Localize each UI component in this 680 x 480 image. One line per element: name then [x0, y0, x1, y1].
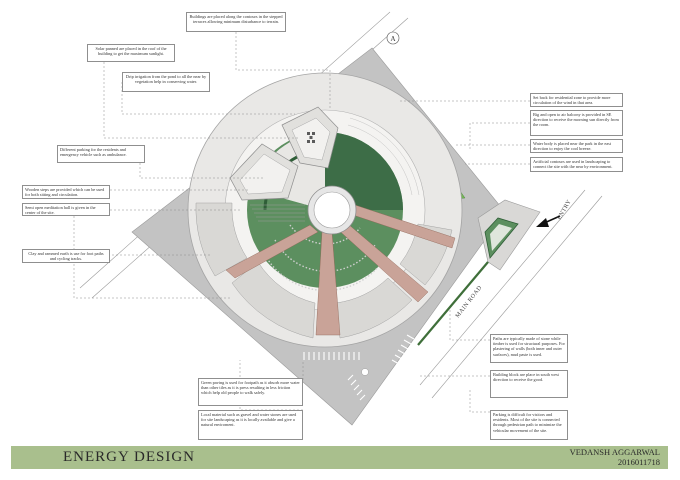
wooden-steps [250, 204, 305, 222]
note-solar: Solar panned are placed in the roof of t… [87, 44, 175, 62]
tree [361, 368, 369, 376]
note-parking-residents: Different parking for the residents and … [57, 145, 145, 163]
entry-label: ENTRY [557, 199, 573, 221]
note-wooden-steps: Wooden steps are provided which can be u… [22, 185, 110, 199]
zebra-crossing-bottom [347, 374, 366, 401]
note-parking-visitors: Parking is difficult for visitors and re… [490, 410, 568, 440]
note-green-paving: Green paving is used for footpath as it … [198, 378, 303, 406]
author-block: VEDANSH AGGARWAL 2016011718 [570, 447, 660, 467]
note-setback: Set back for residential zone to provide… [530, 93, 623, 107]
author-id: 2016011718 [617, 457, 660, 467]
note-drip: Drip irrigation from the pond to all the… [122, 72, 210, 92]
note-clay: Clay and rammed earth is use for foot pa… [22, 249, 110, 263]
note-water-body: Water body is placed near the park in th… [530, 139, 623, 153]
sheet-title: ENERGY DESIGN [63, 449, 196, 465]
note-big-balcony: Big and open to air balcony is provided … [530, 110, 623, 136]
entry-garden-inner [490, 224, 512, 251]
terrace-steps [347, 117, 420, 196]
zebra-crossing-southeast [391, 334, 415, 365]
note-paths: Paths are typically made of stone while … [490, 334, 568, 363]
entry-arrow-icon [536, 215, 561, 227]
residential-block-2-inner [239, 153, 291, 195]
note-meditation: Semi open meditation hall is given in th… [22, 203, 110, 216]
radial-paths [225, 201, 456, 336]
north-label: A [390, 35, 395, 43]
skylight-pattern [307, 132, 315, 143]
note-local-material: Local material such as gravel and water … [198, 410, 303, 440]
note-building-block: Building block are place in south west d… [490, 370, 568, 398]
note-buildings: Buildings are placed along the contours … [186, 12, 286, 32]
north-arrow: A [386, 31, 400, 45]
main-road-label: MAIN ROAD [455, 285, 484, 320]
author-name: VEDANSH AGGARWAL [569, 447, 660, 457]
title-band: ENERGY DESIGN VEDANSH AGGARWAL 201601171… [11, 446, 668, 469]
meditation-hall-core [313, 191, 351, 229]
zebra-crossing-south [303, 352, 360, 360]
road-hedge [417, 261, 489, 346]
note-contours: Artificial contours are used in landscap… [530, 157, 623, 172]
